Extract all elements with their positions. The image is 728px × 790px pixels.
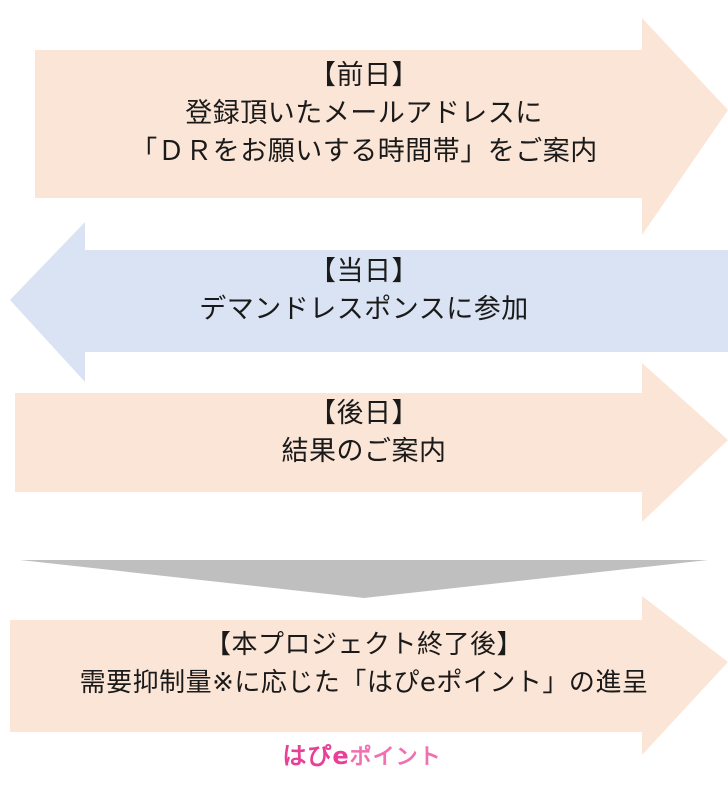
step-prev-line1: 登録頂いたメールアドレスに	[185, 98, 543, 129]
step-today-text: 【当日】 デマンドレスポンスに参加	[0, 253, 728, 329]
step-final-tag: 【本プロジェクト終了後】	[204, 630, 523, 660]
logo-sub-text: ポイント	[349, 745, 442, 770]
step-final-line1: 需要抑制量※に応じた「はぴeポイント」の進呈	[79, 668, 649, 698]
chevron-separator	[20, 560, 708, 598]
step-prev-text: 【前日】 登録頂いたメールアドレスに 「ＤＲをお願いする時間帯」をご案内	[0, 57, 728, 171]
step-final-text: 【本プロジェクト終了後】 需要抑制量※に応じた「はぴeポイント」の進呈	[0, 626, 728, 702]
hapie-point-logo: はぴeポイント	[257, 741, 467, 771]
arrow-step-today	[10, 222, 728, 382]
arrow-step-after	[15, 363, 728, 522]
logo-main-text: はぴe	[282, 742, 350, 770]
arrow-step-prev	[35, 18, 728, 235]
step-today-tag: 【当日】	[309, 256, 419, 287]
step-after-tag: 【後日】	[309, 398, 419, 429]
step-prev-line2: 「ＤＲをお願いする時間帯」をご案内	[130, 136, 598, 167]
step-today-line1: デマンドレスポンスに参加	[199, 294, 529, 325]
step-after-text: 【後日】 結果のご案内	[0, 395, 728, 471]
arrow-step-final	[10, 596, 728, 755]
step-prev-tag: 【前日】	[309, 60, 419, 91]
step-after-line1: 結果のご案内	[281, 436, 447, 467]
